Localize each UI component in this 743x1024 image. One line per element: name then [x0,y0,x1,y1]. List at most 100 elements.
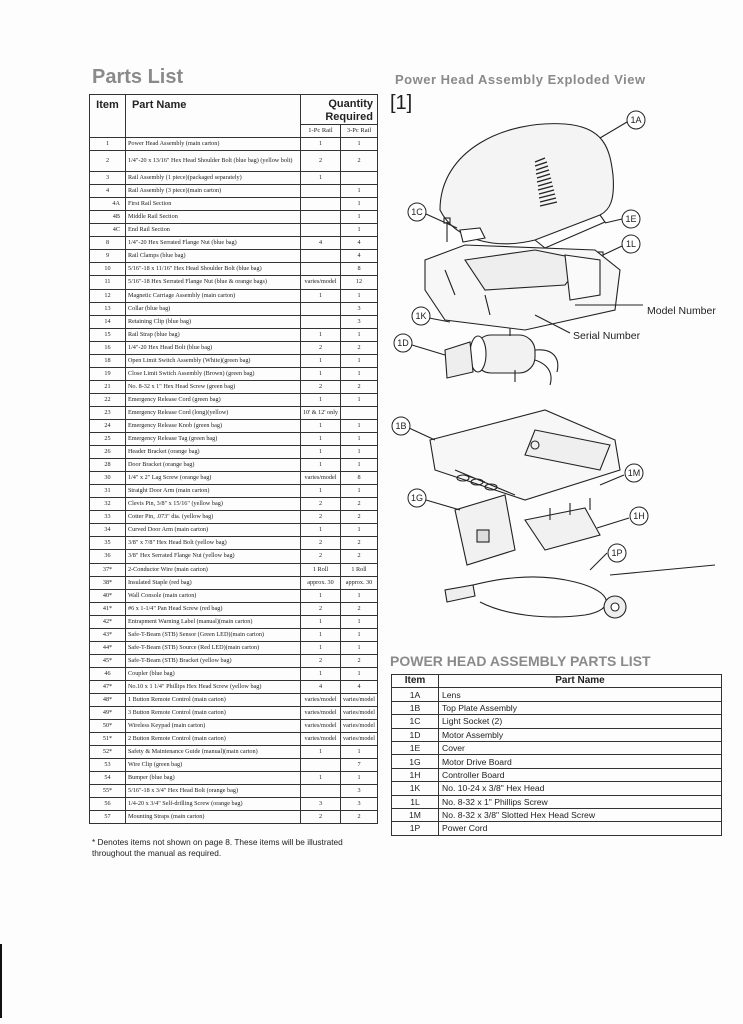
qty-three-piece-cell: 1 [340,640,378,655]
qty-one-piece-cell: 1 [299,523,342,538]
qty-one-piece-cell: 1 [299,432,342,447]
callout-1M: 1M [624,463,644,483]
qty-one-piece-cell: varies/model [299,275,342,290]
item-cell: 13 [89,301,126,316]
part-name-cell: Mounting Straps (main carton) [124,810,301,825]
qty-three-piece-cell: 2 [340,379,378,394]
item-cell: 19 [89,366,126,381]
qty-one-piece-cell: 2 [299,810,342,825]
callout-1G: 1G [407,488,427,508]
qty-one-piece-cell [299,223,342,238]
part-name-cell: Rail Strap (blue bag) [124,327,301,342]
table-row: 50*Wireless Keypad (main carton)varies/m… [89,719,378,734]
qty-three-piece-cell: 1 [340,288,378,303]
table-row: 44*Safe-T-Beam (STB) Source (Red LED)(ma… [89,640,378,655]
part-name-cell: Coupler (blue bag) [124,666,301,681]
item-cell: 14 [89,314,126,329]
item-cell: 12 [89,288,126,303]
table-row: 48*1 Button Remote Control (main carton)… [89,692,378,708]
part-name-cell: Collar (blue bag) [124,301,301,316]
item-cell: 43* [89,627,126,642]
pl-name-cell: No. 10-24 x 3/8" Hex Head [438,781,722,796]
qty-one-piece-cell: 2 [299,653,342,668]
part-name-header: Part Name [124,93,301,139]
qty-one-piece-cell: 2 [299,340,342,355]
qty-three-piece-cell: 2 [340,150,378,173]
qty-one-piece-cell: 2 [299,497,342,512]
part-name-cell: 2-Conductor Wire (main carton) [124,562,301,577]
part-name-cell: #6 x 1-1/4" Pan Head Screw (red bag) [124,601,301,616]
callout-1E: 1E [621,209,641,229]
qty-three-piece-cell: 4 [340,236,378,251]
part-name-cell: 1/4" x 2" Lag Screw (orange bag) [124,471,301,486]
qty-one-piece-cell: 1 [299,392,342,407]
pl-item-cell: 1D [391,727,439,742]
pl-item-cell: 1H [391,767,439,783]
callout-label-1M: 1M [628,468,641,478]
item-cell: 11 [89,275,126,290]
callout-1L: 1L [621,234,641,254]
callout-1P: 1P [607,543,627,563]
scan-edge-mark [0,944,2,1018]
callout-label-1E: 1E [625,214,636,224]
qty-three-piece-cell: 1 [340,588,378,603]
qty-one-piece-cell: 1 [299,445,342,460]
item-cell: 40* [89,588,126,603]
qty-three-piece-cell: 3 [340,784,378,799]
item-cell: 9 [89,249,126,264]
qty-one-piece-cell: 4 [299,236,342,251]
part-name-cell: Straight Door Arm (main carton) [124,484,301,499]
exploded-view-title: Power Head Assembly Exploded View [395,72,646,87]
qty-three-piece-cell: 2 [340,601,378,616]
qty-three-piece-cell: 1 [340,445,378,460]
three-piece-rail-header: 3-Pc Rail [340,123,378,139]
part-name-cell: 1 Button Remote Control (main carton) [124,692,301,708]
part-name-cell: Power Head Assembly (main carton) [124,137,301,152]
item-cell: 36 [89,549,126,564]
item-cell: 57 [89,810,126,825]
pl-name-cell: No. 8-32 x 1" Phillips Screw [438,794,722,809]
item-cell: 4A [89,197,126,212]
qty-one-piece-cell: 1 [299,745,342,760]
callout-1K: 1K [411,306,431,326]
pl-item-cell: 1P [391,821,439,836]
qty-one-piece-cell: 2 [299,150,342,173]
part-name-cell: Magnetic Carriage Assembly (main carton) [124,288,301,303]
pl-name-cell: Motor Assembly [438,727,722,742]
part-name-cell: 3/8" Hex Serrated Flange Nut (yellow bag… [124,549,301,564]
pl-item-cell: 1E [391,740,439,756]
item-cell: 15 [89,327,126,342]
callout-label-1H: 1H [633,511,645,521]
item-header: Item [89,93,126,139]
qty-one-piece-cell [299,197,342,212]
qty-three-piece-cell: 1 [340,353,378,368]
part-name-cell: 5/16"-18 x 3/4" Hex Head Bolt (orange ba… [124,784,301,799]
item-cell: 4 [89,184,126,199]
qty-one-piece-cell: 1 [299,640,342,655]
part-name-cell: Safe-T-Beam (STB) Sensor (Green LED)(mai… [124,627,301,642]
item-cell: 45* [89,653,126,668]
part-name-cell: Bumper (blue bag) [124,771,301,786]
table-row: 42*Entrapment Warning Label (manual)(mai… [89,614,378,629]
item-cell: 33 [89,510,126,525]
qty-three-piece-cell: varies/model [340,719,378,734]
